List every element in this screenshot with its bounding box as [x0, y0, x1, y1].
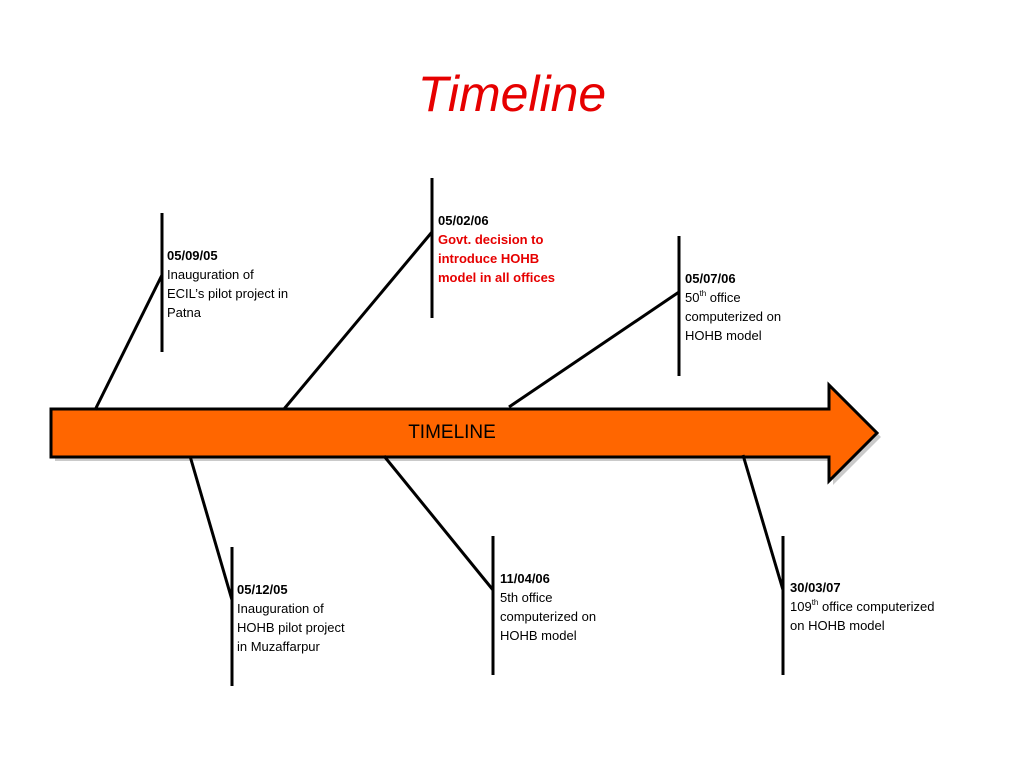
event-date: 05/07/06: [685, 271, 736, 286]
event-05-02-06: 05/02/06 Govt. decision to introduce HOH…: [438, 211, 555, 287]
event-05-12-05: 05/12/05 Inauguration of HOHB pilot proj…: [237, 580, 345, 656]
ordinal-rest: office: [706, 290, 741, 305]
event-desc-line: on HOHB model: [790, 618, 885, 633]
event-desc-line: introduce HOHB: [438, 251, 540, 266]
ordinal-suffix: th: [811, 597, 819, 607]
connector-30-03-07: [741, 454, 785, 591]
event-desc-line: HOHB pilot project: [237, 620, 345, 635]
event-desc-line: HOHB model: [685, 328, 762, 343]
event-date: 30/03/07: [790, 580, 841, 595]
event-desc-line: 5th office: [500, 590, 553, 605]
event-desc-line: Patna: [167, 305, 201, 320]
event-date: 11/04/06: [500, 571, 550, 586]
ordinal-number: 109: [790, 599, 812, 614]
event-desc-line: Govt. decision to: [438, 232, 544, 247]
event-desc-line: computerized on: [500, 609, 597, 624]
event-desc-line: computerized on: [685, 309, 782, 324]
timeline-arrow: [49, 381, 880, 485]
connector-05-09-05: [93, 274, 164, 411]
event-05-09-05: 05/09/05 Inauguration of ECIL’s pilot pr…: [167, 246, 288, 322]
connector-11-04-06: [382, 455, 495, 591]
event-30-03-07: 30/03/07 109th office computerized on HO…: [790, 578, 934, 635]
event-desc-line: in Muzaffarpur: [237, 639, 320, 654]
event-date: 05/12/05: [237, 582, 288, 597]
slide-title: Timeline: [417, 66, 607, 122]
event-desc-line-ordinal: 109th office computerized: [790, 597, 934, 616]
event-desc-line: ECIL’s pilot project in: [167, 286, 289, 301]
event-desc-line: Inauguration of: [237, 601, 324, 616]
ordinal-suffix: th: [699, 288, 707, 298]
event-05-07-06: 05/07/06 50th office computerized on HOH…: [685, 269, 781, 345]
event-desc-line: model in all offices: [438, 270, 556, 285]
event-desc-line: Inauguration of: [167, 267, 254, 282]
ordinal-number: 50: [685, 290, 700, 305]
event-desc-line: HOHB model: [500, 628, 577, 643]
arrow-label: TIMELINE: [408, 422, 496, 443]
connector-05-12-05: [188, 455, 234, 601]
event-date: 05/02/06: [438, 213, 489, 228]
event-desc-line-ordinal: 50th office: [685, 288, 781, 307]
connector-05-07-06: [508, 290, 680, 409]
event-date: 05/09/05: [167, 248, 218, 263]
ordinal-rest: office computerized: [818, 599, 935, 614]
event-11-04-06: 11/04/06 5th office computerized on HOHB…: [500, 569, 596, 645]
connector-05-02-06: [282, 231, 434, 410]
